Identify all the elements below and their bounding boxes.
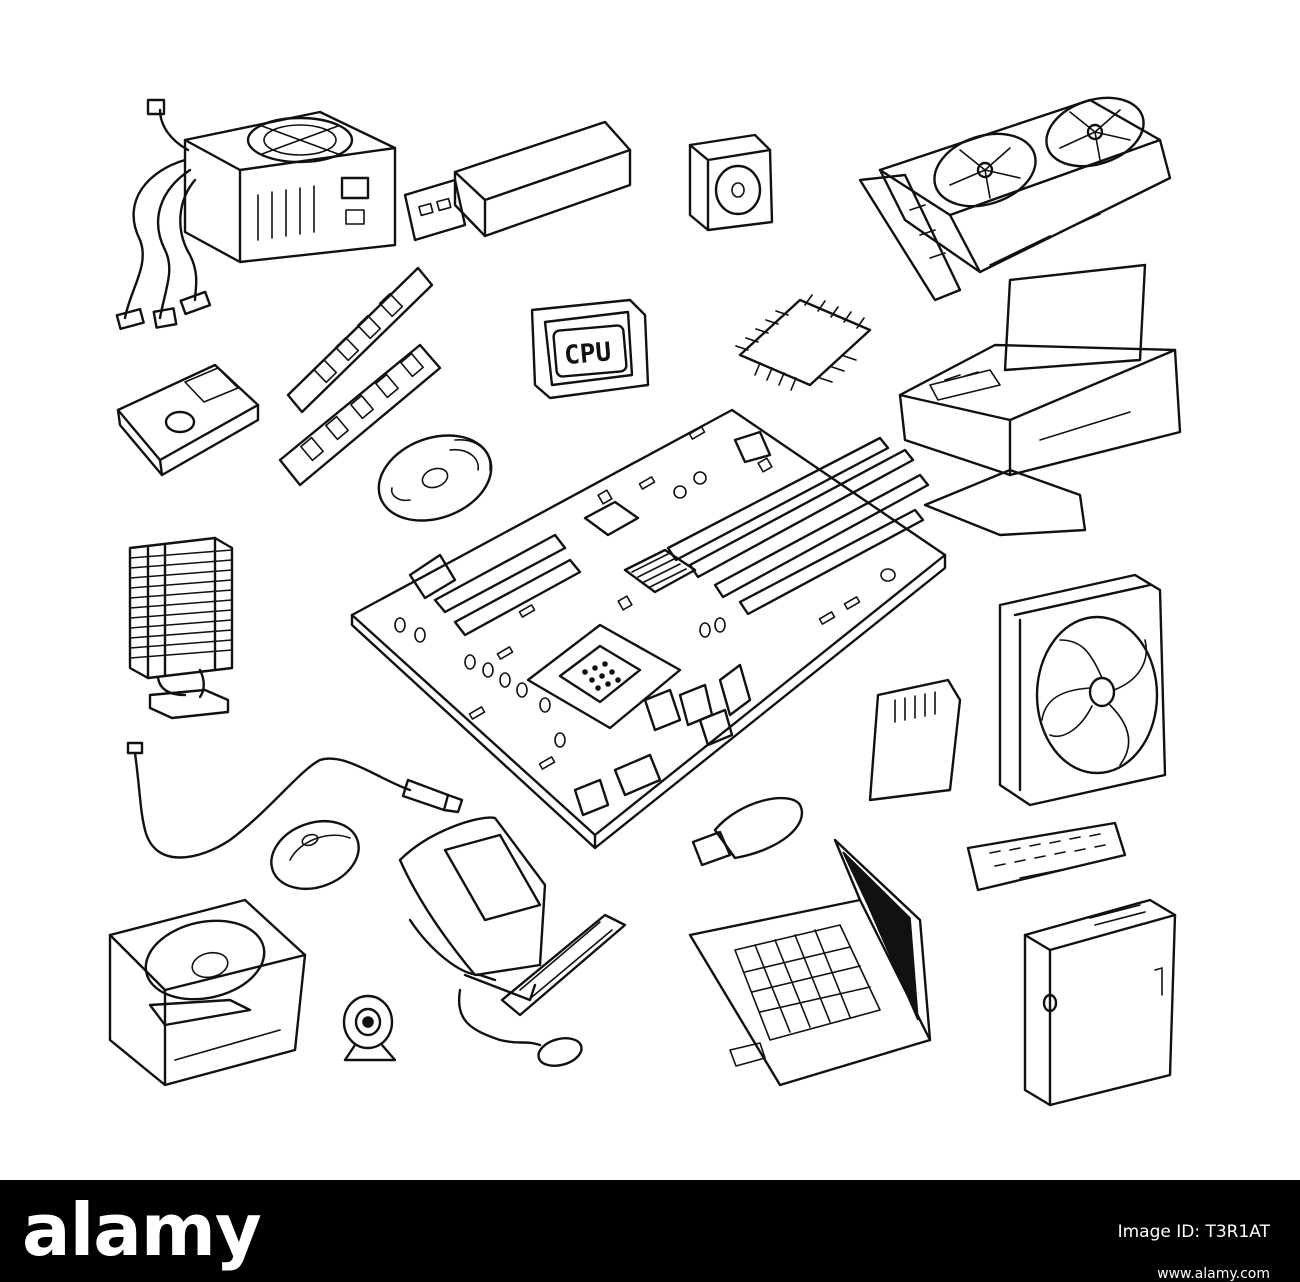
cpu-icon: CPU <box>530 298 650 400</box>
cpu-label: CPU <box>563 337 612 371</box>
alamy-logo: alamy <box>22 1188 262 1272</box>
ram-modules-icon <box>278 266 442 487</box>
webcam-icon <box>342 994 397 1062</box>
site-url: www.alamy.com <box>1157 1266 1270 1282</box>
hard-drive-small-icon <box>688 133 774 232</box>
usb-flash-drive-icon <box>403 120 632 242</box>
ssd-icon <box>116 363 260 477</box>
motherboard-icon <box>350 408 947 850</box>
optical-disc-icon <box>377 434 493 522</box>
usb-stick-icon <box>691 797 803 867</box>
hard-drive-open-icon <box>108 898 307 1087</box>
desktop-computer-icon <box>398 816 627 1067</box>
mouse-icon <box>270 820 360 890</box>
power-supply-icon <box>115 98 397 331</box>
computer-hardware-doodle: CPU <box>108 96 1182 1107</box>
pc-tower-icon <box>1023 898 1177 1107</box>
printer-icon <box>898 263 1182 537</box>
usb-cable-icon <box>126 741 464 859</box>
image-id-label: Image ID: T3R1AT <box>1117 1222 1270 1242</box>
microchip-icon <box>735 294 872 391</box>
stock-footer-bar: alamy Image ID: T3R1AT www.alamy.com <box>0 1180 1300 1282</box>
laptop-icon <box>688 838 932 1087</box>
case-fan-icon <box>998 573 1167 807</box>
cpu-cooler-icon <box>128 536 234 720</box>
graphics-card-icon <box>858 96 1172 302</box>
keyboard-icon <box>966 821 1127 892</box>
sd-card-icon <box>868 678 962 802</box>
